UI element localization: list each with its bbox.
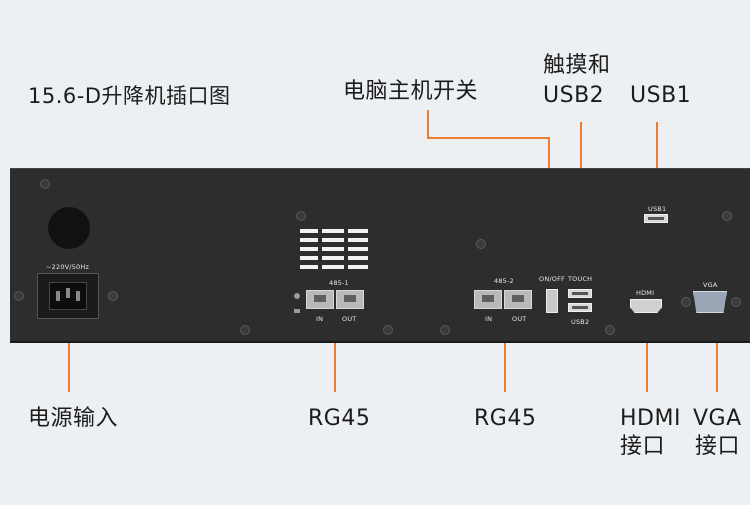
vent-grille-icon	[300, 229, 380, 279]
screw-icon	[240, 325, 250, 335]
port-485-2-label: 485-2	[494, 277, 514, 285]
rj45-port-out-2-icon	[504, 290, 532, 309]
label-power-input: 电源输入	[28, 406, 119, 431]
fan-hole-icon	[48, 207, 90, 249]
usb2-label: USB2	[571, 318, 590, 326]
usb-port-touch-icon	[568, 289, 592, 298]
power-socket-icon	[37, 273, 99, 319]
screw-icon	[722, 211, 732, 221]
screw-icon	[731, 297, 741, 307]
diagram-title: 15.6-D升降机插口图	[28, 84, 231, 108]
label-hdmi: HDMI	[620, 406, 681, 431]
usb-port-usb2-icon	[568, 303, 592, 312]
rj45-port-in-1-icon	[306, 290, 334, 309]
label-hdmi-sub: 接口	[620, 434, 666, 459]
label-rg45-1: RG45	[308, 406, 371, 431]
leader-hdmi	[646, 320, 648, 392]
screw-icon	[681, 297, 691, 307]
hdmi-port-icon	[630, 299, 662, 313]
rear-panel: ~220V/50Hz 485-1 IN OUT 485-2 IN OUT ON/…	[10, 168, 750, 343]
voltage-label: ~220V/50Hz	[46, 263, 90, 271]
label-touch-line1: 触摸和	[543, 53, 611, 78]
leader-rg45-2	[504, 328, 506, 392]
vga-label: VGA	[703, 281, 718, 289]
label-touch-line2: USB2	[543, 83, 605, 108]
rj45-port-in-2-icon	[474, 290, 502, 309]
screw-icon	[605, 325, 615, 335]
touch-label: TOUCH	[568, 275, 593, 283]
leader-power-switch-h	[427, 137, 550, 139]
leader-rg45-1	[334, 328, 336, 392]
label-power-switch: 电脑主机开关	[343, 79, 479, 104]
screw-icon	[296, 211, 306, 221]
port-out-1-label: OUT	[342, 315, 357, 323]
on-off-label: ON/OFF	[539, 275, 565, 283]
led-icon	[294, 309, 300, 313]
port-485-1-label: 485-1	[329, 279, 349, 287]
label-rg45-2: RG45	[474, 406, 537, 431]
label-vga: VGA	[693, 406, 742, 431]
screw-icon	[476, 239, 486, 249]
screw-icon	[440, 325, 450, 335]
leader-usb1	[656, 122, 658, 188]
leader-power-switch-v1	[427, 110, 429, 138]
hdmi-label: HDMI	[636, 289, 655, 297]
port-in-1-label: IN	[316, 315, 324, 323]
leader-power-input	[68, 318, 70, 392]
usb1-label: USB1	[648, 205, 667, 213]
power-switch-button[interactable]	[546, 289, 558, 313]
screw-icon	[108, 291, 118, 301]
usb-port-usb1-icon	[644, 214, 668, 223]
port-out-2-label: OUT	[512, 315, 527, 323]
leader-vga	[716, 318, 718, 392]
port-in-2-label: IN	[485, 315, 493, 323]
label-vga-sub: 接口	[695, 434, 741, 459]
rj45-port-out-1-icon	[336, 290, 364, 309]
vga-port-icon	[693, 291, 727, 313]
screw-icon	[383, 325, 393, 335]
led-icon	[294, 293, 300, 299]
screw-icon	[40, 179, 50, 189]
label-usb1: USB1	[630, 83, 692, 108]
screw-icon	[14, 291, 24, 301]
